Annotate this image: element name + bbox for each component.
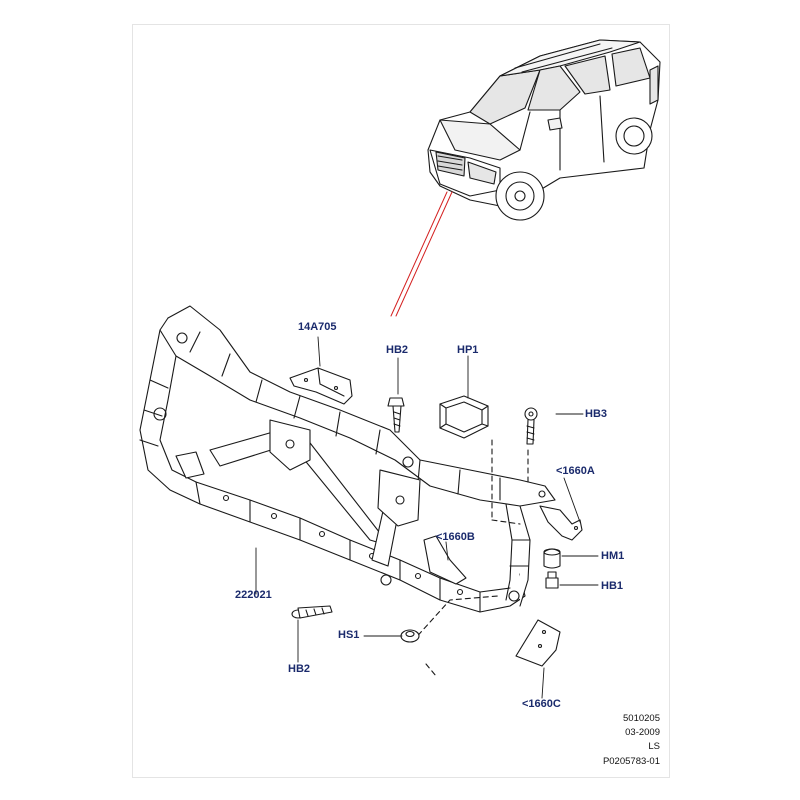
part-hb1-bolt [545, 571, 559, 589]
callout-hm1: HM1 [601, 550, 625, 562]
part-hs1-grommet [400, 629, 420, 643]
diagram-reference-code: 5010205 [623, 713, 660, 724]
locator-lines [390, 191, 453, 317]
diagram-figure-number: P0205783-01 [602, 756, 660, 767]
vehicle-illustration [427, 39, 661, 221]
diagram-model-code: LS [648, 741, 660, 752]
part-14a705-bracket [289, 367, 353, 405]
part-hb2-bolt-top [387, 397, 405, 433]
callout-1660b: <1660B [436, 531, 475, 543]
callout-1660a: <1660A [556, 465, 595, 477]
diagram-date: 03-2009 [625, 727, 660, 738]
callout-hb2-bottom: HB2 [288, 663, 311, 675]
part-hb2-bolt-bottom [291, 605, 333, 619]
callout-222021: 222021 [235, 589, 272, 601]
radiator-support-frame [139, 305, 556, 677]
part-hb3-bolt [524, 407, 538, 445]
part-1660b-panel [423, 535, 467, 585]
callout-14a705: 14A705 [298, 321, 337, 333]
part-hp1-seal [439, 395, 489, 439]
callout-hb1: HB1 [601, 580, 624, 592]
callout-hs1: HS1 [338, 629, 360, 641]
callout-hb3: HB3 [585, 408, 608, 420]
part-hm1-nut [543, 548, 561, 569]
leader-lines [255, 336, 599, 699]
callout-1660c: <1660C [522, 698, 561, 710]
callout-hb2-top: HB2 [386, 344, 409, 356]
callout-hp1: HP1 [457, 344, 479, 356]
part-1660c-bracket [515, 619, 561, 667]
part-1660a-bracket [539, 505, 583, 541]
